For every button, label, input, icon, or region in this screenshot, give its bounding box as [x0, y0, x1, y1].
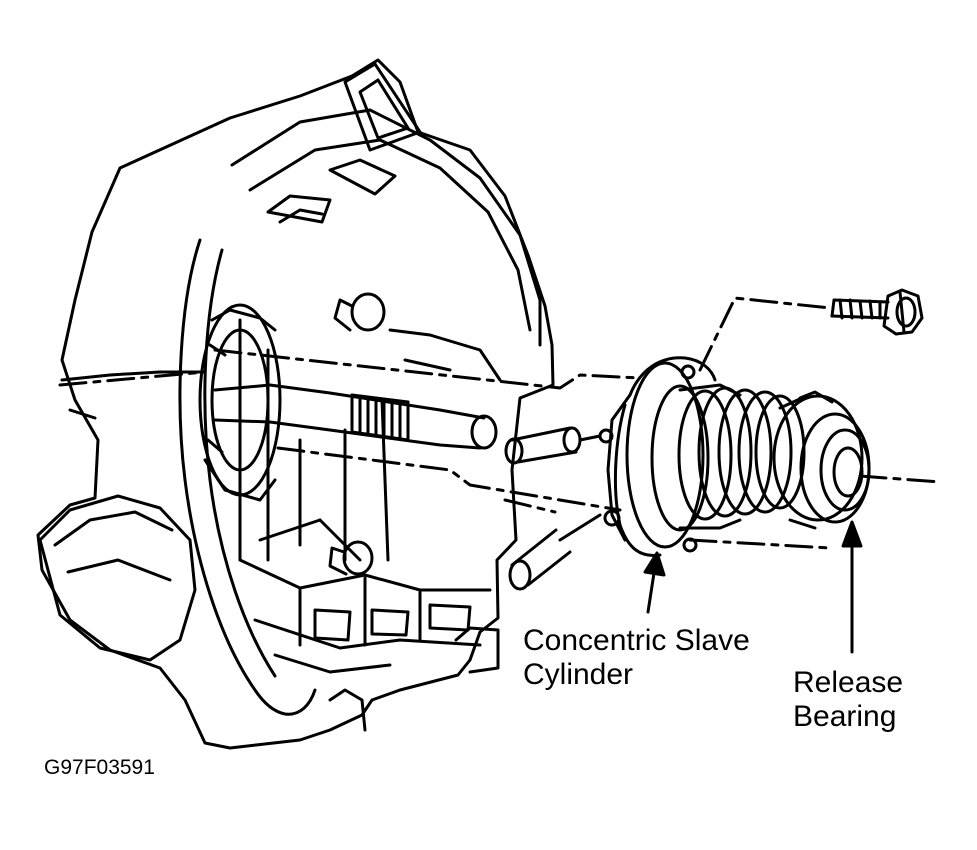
bolt: [830, 288, 924, 336]
label-line: Concentric Slave: [523, 624, 750, 657]
label-concentric-slave-cylinder: Concentric Slave Cylinder: [523, 624, 750, 692]
label-line: Bearing: [793, 700, 897, 733]
bell-housing: [36, 58, 555, 750]
label-release-bearing: Release Bearing: [793, 666, 903, 734]
hydraulic-fittings: [504, 426, 621, 591]
leader-arrow-slave-cylinder: [643, 551, 666, 614]
concentric-slave-cylinder: [606, 356, 806, 558]
input-shaft: [198, 303, 498, 502]
label-line: Cylinder: [523, 658, 634, 691]
release-bearing: [772, 390, 871, 530]
figure-code: G97F03591: [44, 756, 155, 779]
alignment-lines: [58, 296, 942, 550]
leader-arrow-release-bearing: [841, 520, 863, 654]
label-line: Release: [793, 666, 904, 699]
